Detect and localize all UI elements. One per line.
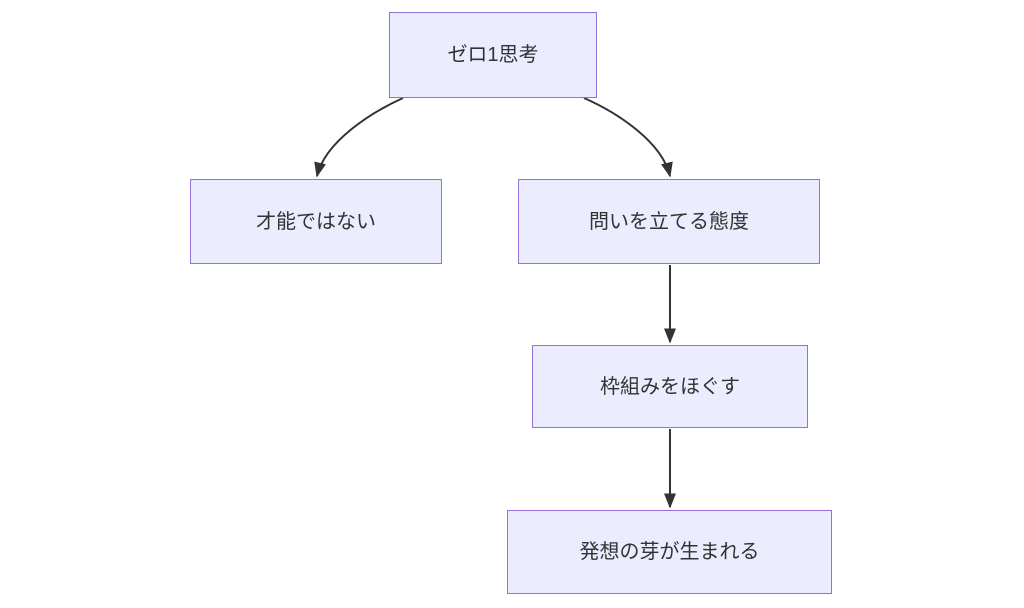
node-idea-sprouts: 発想の芽が生まれる bbox=[507, 510, 832, 594]
node-not-talent: 才能ではない bbox=[190, 179, 442, 264]
edge-root-to-attitude bbox=[583, 97, 673, 178]
node-questioning-attitude: 問いを立てる態度 bbox=[518, 179, 820, 264]
node-label: 才能ではない bbox=[256, 210, 376, 233]
node-loosen-framework: 枠組みをほぐす bbox=[532, 345, 808, 428]
edge-root-to-not-talent bbox=[314, 97, 404, 178]
node-label: 枠組みをほぐす bbox=[600, 375, 740, 398]
node-label: 問いを立てる態度 bbox=[589, 210, 749, 233]
node-label: ゼロ1思考 bbox=[447, 44, 539, 66]
node-zero-one-thinking: ゼロ1思考 bbox=[389, 12, 597, 98]
node-label: 発想の芽が生まれる bbox=[579, 541, 760, 563]
